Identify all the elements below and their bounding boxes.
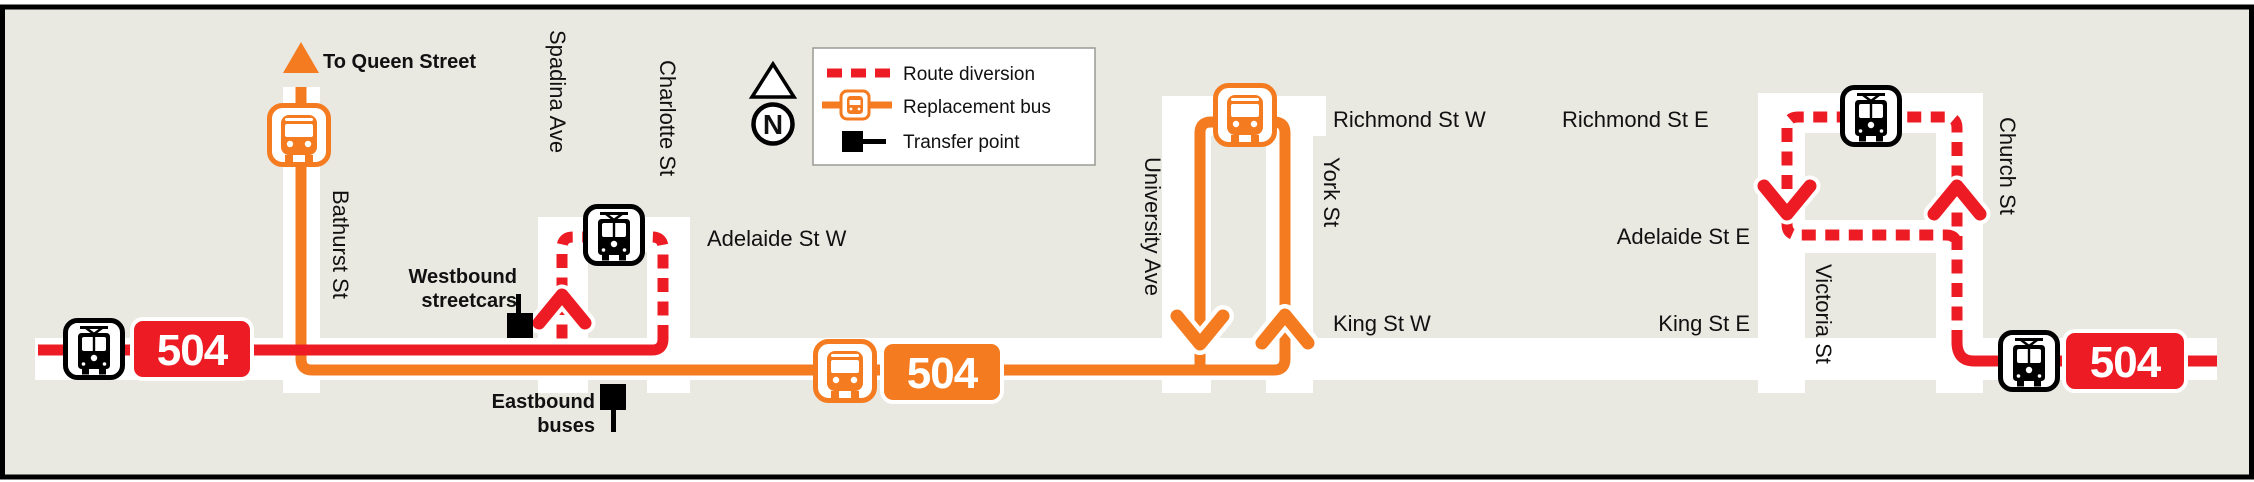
legend-route-diversion-label: Route diversion xyxy=(903,64,1035,85)
bus-icon xyxy=(1216,86,1275,145)
up-arrow-icon xyxy=(1255,308,1315,350)
transfer-point-stem xyxy=(516,294,521,316)
badge-504-central-label: 504 xyxy=(907,349,979,398)
down-arrow-icon xyxy=(1170,309,1230,351)
street-label-adelaide-w: Adelaide St W xyxy=(707,226,847,251)
route-diversion-east-loop xyxy=(1781,111,1963,344)
north-compass-icon: N xyxy=(748,60,798,146)
compass-triangle xyxy=(748,60,798,99)
bus-icon xyxy=(839,89,871,121)
badge-504-east-label: 504 xyxy=(2090,338,2162,387)
street-label-richmond-w: Richmond St W xyxy=(1333,107,1486,132)
street-label-bathurst: Bathurst St xyxy=(328,190,353,299)
legend-transfer-stem xyxy=(862,139,886,144)
street-label-church: Church St xyxy=(1995,117,2020,215)
streetcar-icon xyxy=(1843,88,1900,145)
legend-transfer-point-label: Transfer point xyxy=(903,132,1020,153)
street-label-victoria: Victoria St xyxy=(1811,264,1836,364)
bus-loop-arrows xyxy=(1166,304,1319,355)
transfer-points xyxy=(507,294,626,432)
replacement-bus-route-line xyxy=(295,87,1291,376)
legend: Route diversion Replacement bus Transfer… xyxy=(812,47,1096,166)
transfer-point-icon xyxy=(507,313,533,338)
street-label-york: York St xyxy=(1319,157,1344,227)
street-label-king-e: King St E xyxy=(1658,311,1750,336)
route-504-king-east xyxy=(1951,341,2217,367)
street-label-adelaide-e: Adelaide St E xyxy=(1617,224,1750,249)
street-label-charlotte: Charlotte St xyxy=(655,60,680,176)
streetcar-icon xyxy=(66,321,123,378)
replacement-bus-route xyxy=(295,87,1291,376)
westbound-streetcars-note-line1: Westbound xyxy=(408,266,517,288)
street-label-university: University Ave xyxy=(1140,157,1165,296)
route-504-king-west xyxy=(38,338,669,356)
badge-504-east xyxy=(2062,329,2188,393)
transfer-point-icon xyxy=(842,131,863,152)
eastbound-buses-note-line2: buses xyxy=(537,415,595,437)
route-badges: 504 504 504 xyxy=(130,317,2188,404)
transfer-point-icon xyxy=(600,384,626,410)
diversion-arrows xyxy=(528,175,1991,334)
bus-icon xyxy=(816,342,875,401)
badge-504-west-label: 504 xyxy=(157,326,229,375)
legend-replacement-bus-label: Replacement bus xyxy=(903,97,1051,118)
to-queen-street-label: To Queen Street xyxy=(323,51,476,73)
north-direction-arrow-icon xyxy=(283,42,319,73)
bus-icon xyxy=(270,106,329,165)
compass-circle xyxy=(751,102,795,146)
transfer-point-stem xyxy=(611,409,616,432)
down-arrow-icon xyxy=(1757,179,1817,221)
up-arrow-icon xyxy=(532,288,592,330)
street-label-richmond-e: Richmond St E xyxy=(1562,107,1709,132)
westbound-streetcars-note-line2: streetcars xyxy=(421,290,517,312)
up-arrow-icon xyxy=(1927,179,1987,221)
street-label-spadina: Spadina Ave xyxy=(545,30,570,153)
badge-504-west xyxy=(130,317,254,381)
street-label-king-w: King St W xyxy=(1333,311,1431,336)
badge-504-central xyxy=(880,340,1004,404)
streetcar-icon xyxy=(586,207,643,264)
streetcar-icon xyxy=(2001,333,2058,390)
eastbound-buses-note-line1: Eastbound xyxy=(492,391,595,413)
compass-north-label: N xyxy=(763,109,783,140)
